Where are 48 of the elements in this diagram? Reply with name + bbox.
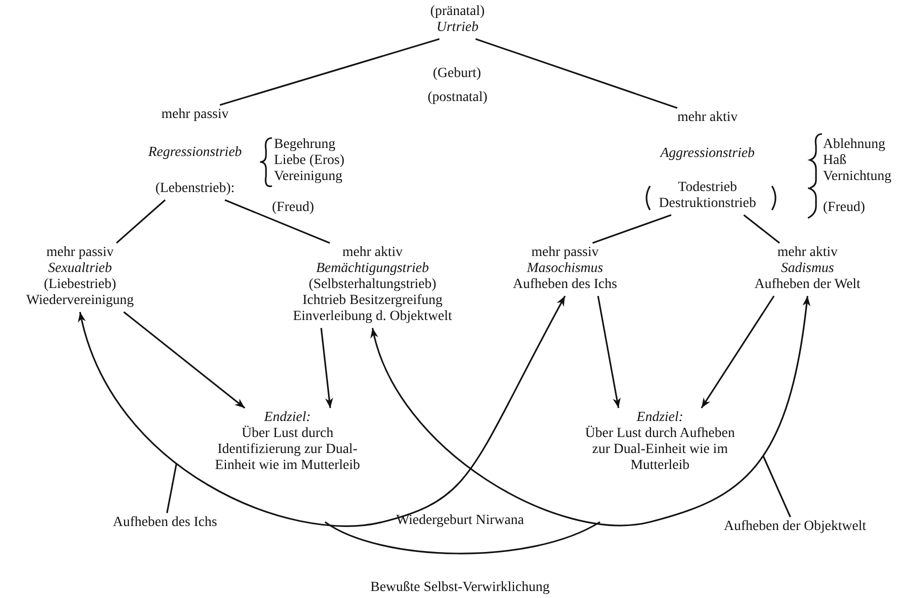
arrow xyxy=(371,296,810,526)
term-text: (Selbsterhaltungstrieb) Ichtrieb Besitzergreifung Einverleibung d. Objektwelt xyxy=(292,277,454,325)
term-text: mehr aktiv xyxy=(777,245,838,261)
arrow xyxy=(123,311,246,409)
term-text: Über Lust durch Identifizierung zur Dual-Einheit wie im Mutterleib xyxy=(214,426,362,474)
annotation-text: (Geburt) xyxy=(432,66,482,82)
arrow xyxy=(700,296,775,408)
term-heading: Aggressionstrieb xyxy=(660,146,755,162)
connector-line xyxy=(224,199,330,244)
term-heading: Sexualtrieb xyxy=(48,261,112,277)
term-text: mehr passiv xyxy=(46,245,114,261)
term-heading: Masochismus xyxy=(526,261,604,277)
term-text: Todestrieb Destruktionstrieb xyxy=(658,180,758,212)
annotation-text: (postnatal) xyxy=(426,90,488,106)
term-text: (Lebenstrieb): xyxy=(155,181,235,197)
note-text: (Freud) xyxy=(272,200,315,216)
term-heading: Urtrieb xyxy=(436,20,478,36)
annotation-text: Bewußte Selbst-Verwirklichung xyxy=(369,580,551,596)
arrow xyxy=(78,296,566,526)
term-text: Über Lust durch Aufheben zur Dual-Einheit wie im Mutterleib xyxy=(584,426,736,474)
term-heading: Sadismus xyxy=(781,261,834,277)
term-text: mehr aktiv xyxy=(342,245,403,261)
leader-line xyxy=(762,456,792,518)
term-text: Aufheben des Ichs xyxy=(112,515,218,531)
term-text: Aufheben der Welt xyxy=(754,277,860,293)
note-text: Ablehnung Haß Vernichtung xyxy=(823,137,892,185)
term-heading: Endziel: xyxy=(636,410,684,426)
term-text: Aufheben des Ichs xyxy=(512,277,618,293)
term-text: Aufheben der Objektwelt xyxy=(724,519,866,535)
note-text: (Freud) xyxy=(823,200,866,216)
connector-line xyxy=(743,214,780,244)
annotation-text: Wiedergeburt Nirwana xyxy=(395,513,525,529)
connector-line xyxy=(475,38,678,109)
term-text: mehr passiv xyxy=(531,245,599,261)
connector-line xyxy=(592,214,672,244)
term-heading: Endziel: xyxy=(264,410,311,426)
term-text: mehr passiv xyxy=(161,107,229,123)
term-text: mehr aktiv xyxy=(677,110,738,126)
term-text: (Liebestrieb) Wiedervereinigung xyxy=(25,277,135,309)
connector-line xyxy=(220,38,440,106)
term-text: (pränatal) xyxy=(430,4,485,20)
note-text: Begehrung Liebe (Eros) Vereinigung xyxy=(274,137,346,185)
connector-line xyxy=(116,199,166,244)
term-heading: Bemächtigungstrieb xyxy=(316,261,429,277)
leader-line xyxy=(166,464,178,514)
arrow xyxy=(320,328,334,408)
term-heading: Regressionstrieb xyxy=(148,145,242,161)
arrow xyxy=(597,296,621,408)
